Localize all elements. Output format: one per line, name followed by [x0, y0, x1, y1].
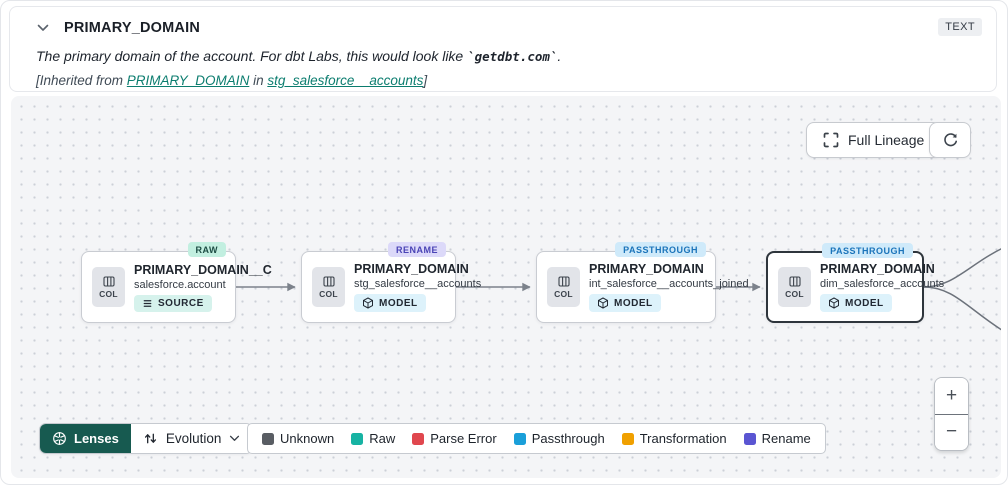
legend-swatch-parse-error: [412, 432, 425, 445]
legend-swatch-rename: [743, 432, 756, 445]
lens-legend: Unknown Raw Parse Error Passthrough Tran…: [247, 423, 826, 454]
lineage-node-staging[interactable]: RENAME COL PRIMARY_DOMAIN stg_salesforce…: [301, 242, 482, 323]
full-lineage-label: Full Lineage: [848, 132, 925, 148]
inherited-column-link[interactable]: PRIMARY_DOMAIN: [126, 73, 250, 88]
column-chip: COL: [92, 267, 125, 307]
resource-type-label: MODEL: [845, 297, 884, 309]
legend-item: Rename: [743, 431, 811, 446]
inherited-middle: in: [249, 73, 268, 88]
aperture-icon: [52, 431, 67, 446]
lineage-node-source[interactable]: RAW COL PRIMARY_DOMAIN__C salesforce.acc…: [81, 242, 272, 323]
lineage-edge-branch: [923, 286, 1001, 331]
header-row: PRIMARY_DOMAIN: [34, 19, 200, 37]
zoom-controls: + −: [934, 377, 969, 451]
legend-item: Transformation: [621, 431, 727, 446]
node-status-tag: RENAME: [387, 242, 446, 257]
data-type-badge: TEXT: [938, 18, 982, 36]
column-header-card: PRIMARY_DOMAIN TEXT The primary domain o…: [9, 6, 997, 92]
model-cube-icon: [363, 297, 373, 309]
resource-type-badge: MODEL: [589, 294, 661, 312]
legend-swatch-transformation: [621, 432, 634, 445]
legend-item: Parse Error: [412, 431, 497, 446]
columns-icon: [322, 275, 335, 287]
column-chip: COL: [547, 267, 580, 307]
resource-type-badge: MODEL: [354, 294, 426, 312]
zoom-out-button[interactable]: −: [935, 414, 968, 450]
node-column-name: PRIMARY_DOMAIN: [354, 262, 469, 276]
resource-type-label: MODEL: [614, 297, 653, 309]
chevron-down-icon: [229, 435, 240, 442]
fullscreen-icon: [823, 132, 839, 148]
lens-controls: Lenses Evolution: [39, 423, 254, 454]
legend-label: Passthrough: [531, 431, 605, 446]
column-description: The primary domain of the account. For d…: [36, 48, 561, 64]
legend-label: Unknown: [280, 431, 335, 446]
node-body: PRIMARY_DOMAIN dim_salesforce_accounts M…: [820, 262, 945, 312]
lenses-button[interactable]: Lenses: [40, 424, 131, 453]
legend-swatch-raw: [351, 432, 364, 445]
node-body: PRIMARY_DOMAIN stg_salesforce__accounts …: [354, 262, 482, 312]
lens-select-dropdown[interactable]: Evolution: [130, 424, 253, 453]
full-lineage-button[interactable]: Full Lineage: [806, 122, 942, 158]
lineage-canvas[interactable]: Full Lineage RAW COL PRIMARY_DOMAIN__C s…: [11, 96, 1001, 478]
evolution-icon: [143, 431, 158, 446]
model-cube-icon: [598, 297, 608, 309]
lens-selected-label: Evolution: [165, 431, 222, 446]
node-status-tag: PASSTHROUGH: [615, 242, 706, 257]
legend-swatch-unknown: [262, 432, 274, 445]
legend-swatch-passthrough: [513, 432, 526, 445]
lineage-node-dim-selected[interactable]: PASSTHROUGH COL PRIMARY_DOMAIN dim_sales…: [766, 243, 945, 323]
legend-label: Parse Error: [430, 431, 497, 446]
inherited-note: [Inherited from PRIMARY_DOMAIN in stg_sa…: [36, 73, 427, 88]
node-column-name: PRIMARY_DOMAIN: [820, 262, 935, 276]
legend-label: Raw: [369, 431, 396, 446]
legend-label: Rename: [761, 431, 811, 446]
legend-label: Transformation: [639, 431, 727, 446]
columns-icon: [557, 275, 570, 287]
model-cube-icon: [829, 297, 839, 309]
inherited-suffix: ]: [423, 73, 428, 88]
node-column-name: PRIMARY_DOMAIN: [589, 262, 704, 276]
inherited-prefix: [Inherited from: [36, 73, 127, 88]
node-body: PRIMARY_DOMAIN__C salesforce.account SOU…: [134, 262, 272, 312]
node-model-name: stg_salesforce__accounts: [354, 278, 482, 290]
col-chip-label: COL: [554, 288, 573, 299]
description-text: The primary domain of the account. For d…: [36, 48, 468, 64]
columns-icon: [788, 275, 801, 287]
resource-type-badge: MODEL: [820, 294, 892, 312]
lenses-label: Lenses: [74, 431, 119, 446]
chevron-down-icon: [37, 24, 49, 32]
refresh-icon: [942, 132, 959, 149]
node-body: PRIMARY_DOMAIN int_salesforce__accounts_…: [589, 262, 749, 312]
col-chip-label: COL: [99, 288, 118, 299]
refresh-button[interactable]: [929, 122, 971, 158]
source-icon: [143, 299, 152, 307]
description-period: .: [557, 48, 562, 64]
node-model-name: dim_salesforce_accounts: [820, 278, 945, 290]
resource-type-badge: SOURCE: [134, 294, 212, 312]
resource-type-label: MODEL: [379, 297, 418, 309]
resource-type-label: SOURCE: [158, 297, 204, 309]
zoom-in-button[interactable]: +: [935, 378, 968, 414]
column-chip: COL: [778, 267, 811, 307]
lineage-node-intermediate[interactable]: PASSTHROUGH COL PRIMARY_DOMAIN int_sales…: [536, 242, 749, 323]
column-chip: COL: [312, 267, 345, 307]
node-model-name: int_salesforce__accounts_joined: [589, 278, 749, 290]
collapse-button[interactable]: [34, 19, 52, 37]
column-title: PRIMARY_DOMAIN: [64, 20, 200, 36]
legend-item: Raw: [351, 431, 395, 446]
col-chip-label: COL: [319, 288, 338, 299]
node-status-tag: PASSTHROUGH: [822, 243, 913, 258]
legend-item: Unknown: [262, 431, 334, 446]
description-code: `getdbt.com`: [467, 49, 558, 64]
node-model-name: salesforce.account: [134, 278, 226, 291]
col-chip-label: COL: [785, 288, 804, 299]
inherited-model-link[interactable]: stg_salesforce__accounts: [267, 73, 424, 88]
columns-icon: [102, 275, 115, 287]
zoom-divider: [935, 413, 968, 415]
node-column-name: PRIMARY_DOMAIN__C: [134, 262, 272, 277]
legend-item: Passthrough: [513, 431, 605, 446]
node-status-tag: RAW: [187, 242, 226, 257]
